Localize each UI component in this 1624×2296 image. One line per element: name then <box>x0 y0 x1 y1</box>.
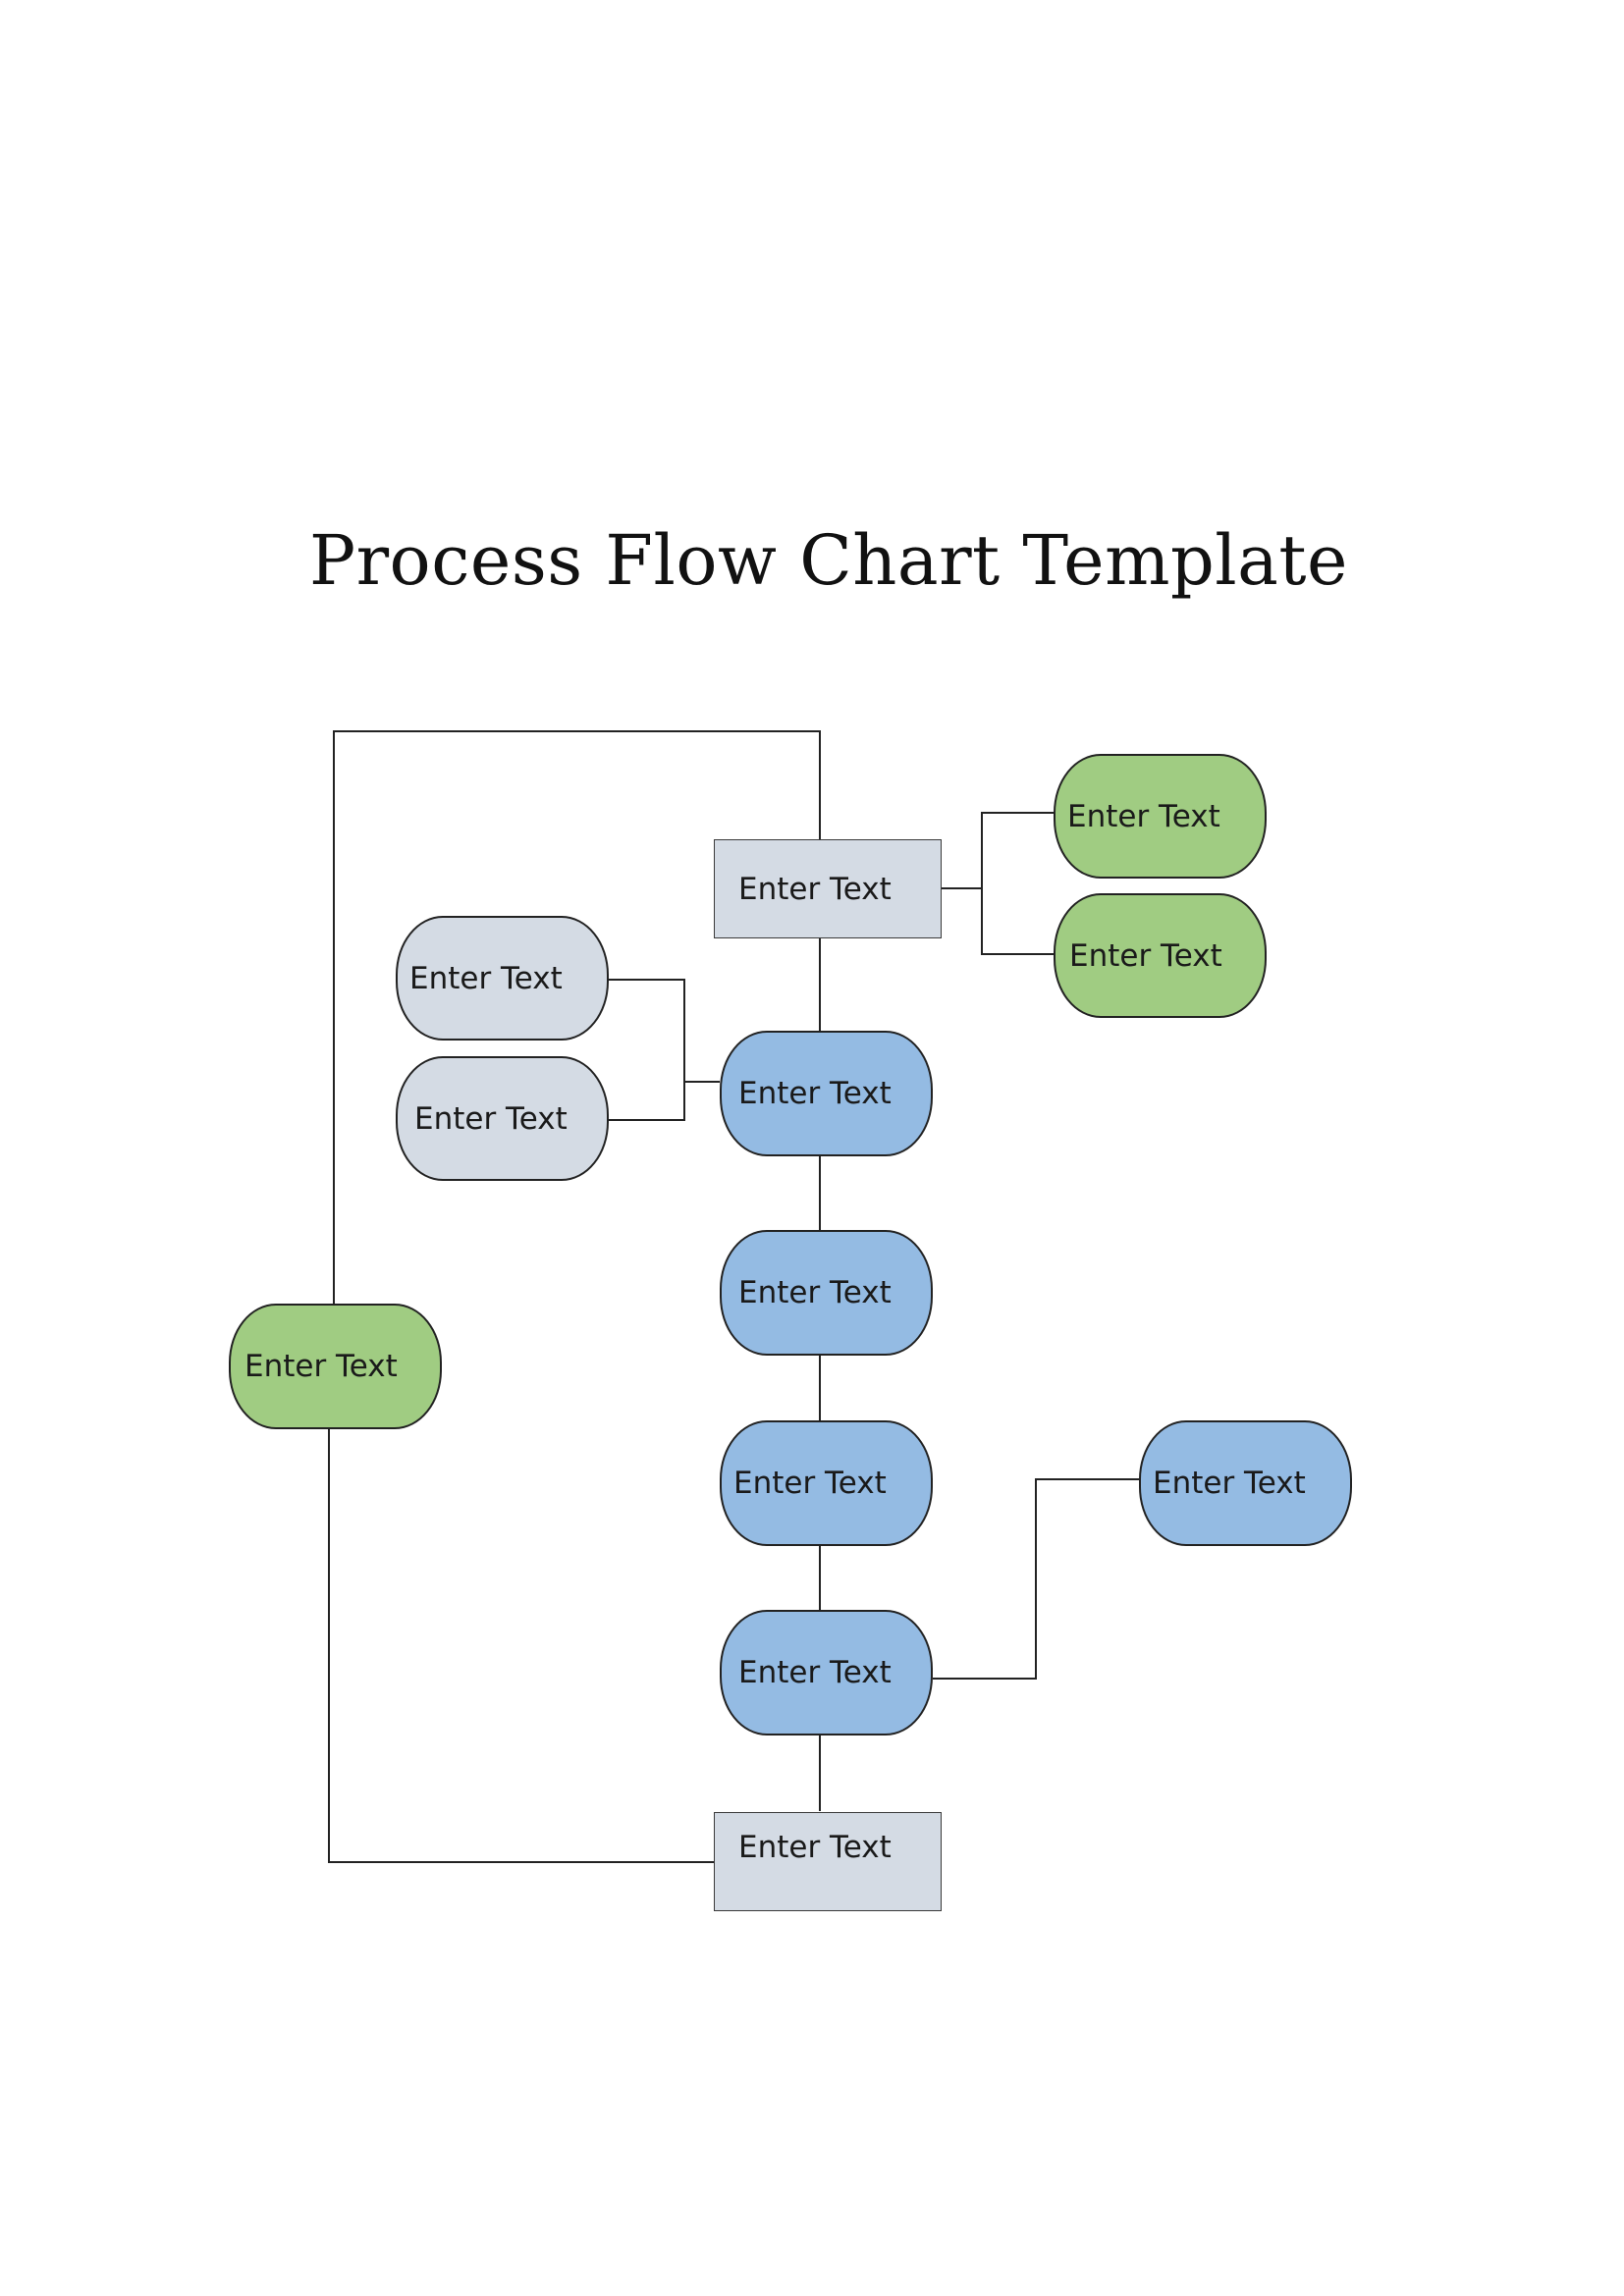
connector-input-branch <box>609 979 685 1121</box>
output-green-2-label: Enter Text <box>1069 937 1222 974</box>
step-4-label: Enter Text <box>738 1655 892 1690</box>
connector-loop-bottom <box>328 1428 714 1863</box>
output-green-1-label: Enter Text <box>1067 798 1220 834</box>
output-green-2[interactable]: Enter Text <box>1054 893 1267 1018</box>
step-3[interactable]: Enter Text <box>720 1420 933 1546</box>
process-top-label: Enter Text <box>738 871 892 907</box>
step-3-label: Enter Text <box>733 1466 887 1501</box>
input-gray-1-label: Enter Text <box>409 960 563 996</box>
input-gray-2[interactable]: Enter Text <box>396 1056 609 1181</box>
loop-green-label: Enter Text <box>244 1349 398 1384</box>
connector-output-branch <box>981 812 1054 955</box>
step-2[interactable]: Enter Text <box>720 1230 933 1356</box>
input-gray-1[interactable]: Enter Text <box>396 916 609 1041</box>
output-green-1[interactable]: Enter Text <box>1054 754 1267 879</box>
page-title: Process Flow Chart Template <box>309 520 1348 601</box>
side-blue-label: Enter Text <box>1153 1466 1306 1501</box>
side-blue[interactable]: Enter Text <box>1139 1420 1352 1546</box>
input-gray-2-label: Enter Text <box>414 1100 568 1137</box>
step-2-label: Enter Text <box>738 1275 892 1310</box>
process-bottom-label: Enter Text <box>738 1829 892 1865</box>
process-top[interactable]: Enter Text <box>714 839 942 938</box>
process-bottom[interactable]: Enter Text <box>714 1812 942 1911</box>
step-1[interactable]: Enter Text <box>720 1031 933 1156</box>
step-4[interactable]: Enter Text <box>720 1610 933 1735</box>
step-1-label: Enter Text <box>738 1076 892 1111</box>
connector-side-branch <box>933 1478 1139 1680</box>
loop-green[interactable]: Enter Text <box>229 1304 442 1429</box>
